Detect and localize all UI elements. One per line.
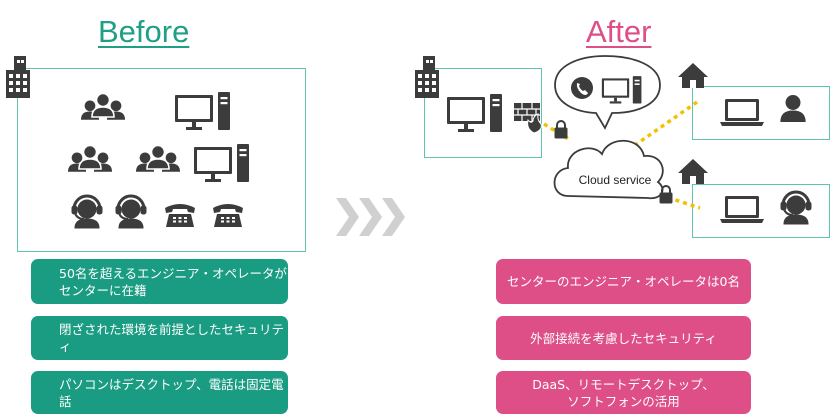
- after-point-2: 外部接続を考慮したセキュリティ: [496, 316, 751, 360]
- firewall-icon: [514, 103, 542, 134]
- person-icon: [780, 95, 806, 123]
- before-point-1: 50名を超えるエンジニア・オペレータが センターに在籍: [31, 259, 288, 304]
- lock-icon: [659, 185, 673, 204]
- after-point-3: DaaS、リモートデスクトップ、 ソフトフォンの活用: [496, 371, 751, 414]
- phone-icon: [571, 77, 593, 99]
- building-icon: [415, 56, 439, 98]
- before-point-2: 閉ざされた環境を前提としたセキュリティ: [31, 316, 288, 360]
- house-icon: [678, 159, 708, 184]
- cloud-service-label: Cloud service: [578, 173, 652, 187]
- before-point-3: パソコンはデスクトップ、電話は固定電話: [31, 371, 288, 414]
- before-office-frame: [17, 68, 306, 252]
- cloud-icon: [553, 139, 664, 200]
- house-icon: [678, 63, 708, 88]
- laptop-icon: [720, 99, 764, 126]
- remote-home-frame-1: [692, 86, 830, 140]
- after-heading: After: [586, 14, 652, 49]
- headset-operator-icon: [779, 190, 813, 226]
- lock-icon: [554, 120, 568, 139]
- after-point-1: センターのエンジニア・オペレータは0名: [496, 259, 751, 304]
- desktop-pc-icon: [447, 94, 502, 132]
- before-heading: Before: [98, 14, 190, 49]
- remote-home-frame-2: [692, 184, 830, 238]
- laptop-icon: [720, 196, 764, 223]
